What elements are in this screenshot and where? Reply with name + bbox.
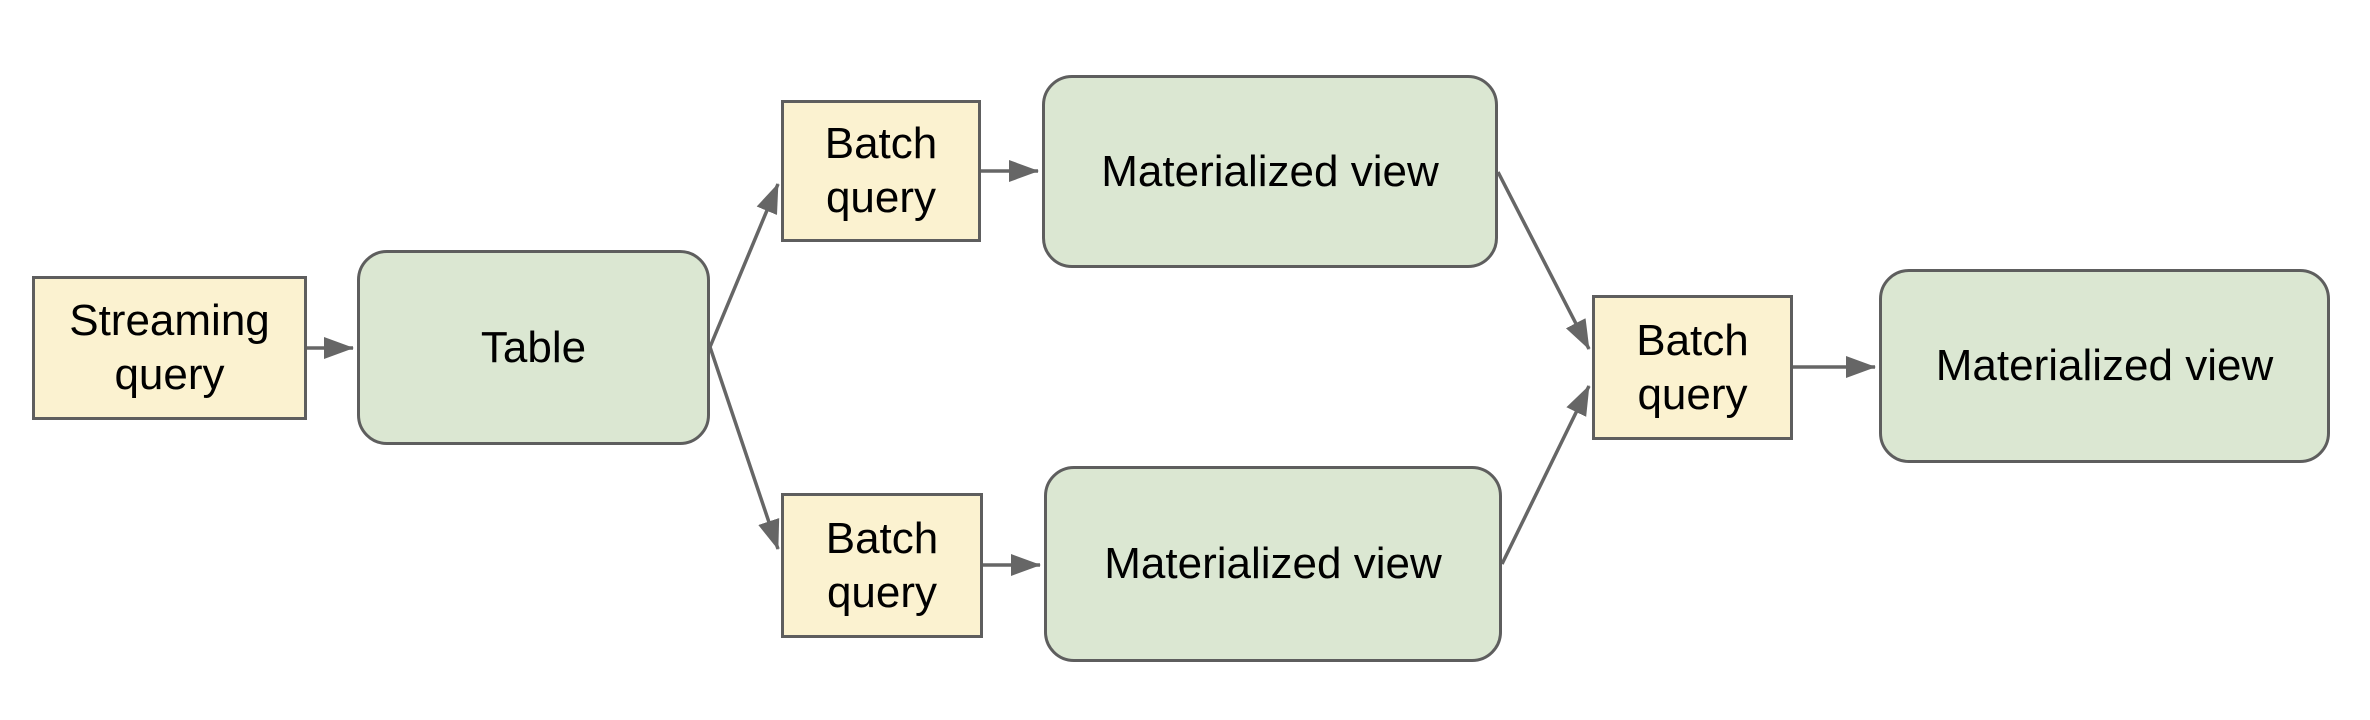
edge-table-to-batch-query-top (708, 183, 780, 348)
edge-materialized-view-top-to-batch-query-right (1496, 171, 1591, 350)
node-label-batch-query-bottom: Batch query (825, 513, 939, 617)
node-materialized-view-right: Materialized view (1879, 269, 2330, 463)
node-materialized-view-top: Materialized view (1042, 75, 1498, 268)
node-label-materialized-view-right: Materialized view (1935, 341, 2274, 391)
edge-table-to-batch-query-bottom (708, 346, 780, 550)
node-label-materialized-view-bottom: Materialized view (1104, 539, 1442, 589)
node-label-materialized-view-top: Materialized view (1101, 146, 1439, 196)
node-streaming-query: Streaming query (32, 276, 307, 420)
node-materialized-view-bottom: Materialized view (1044, 466, 1502, 662)
node-label-table: Table (480, 322, 587, 372)
node-table: Table (357, 250, 710, 445)
node-label-streaming-query: Streaming query (69, 296, 270, 399)
node-batch-query-bottom: Batch query (781, 493, 983, 638)
node-batch-query-right: Batch query (1592, 295, 1793, 440)
node-label-batch-query-right: Batch query (1636, 315, 1749, 419)
node-batch-query-top: Batch query (781, 100, 981, 242)
node-label-batch-query-top: Batch query (824, 119, 938, 222)
edge-materialized-view-bottom-to-batch-query-right (1500, 385, 1591, 565)
